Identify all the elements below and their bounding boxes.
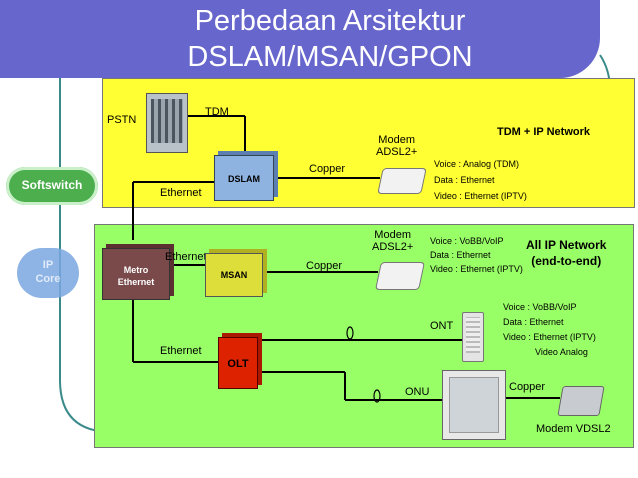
yellow-service-video: Video : Ethernet (IPTV) bbox=[434, 191, 527, 201]
softswitch-cloud: Softswitch bbox=[6, 167, 98, 205]
yellow-services: Voice : Analog (TDM) Data : Ethernet Vid… bbox=[434, 156, 527, 204]
olt-label: OLT bbox=[227, 358, 249, 370]
ont-services: Voice : VoBB/VoIP Data : Ethernet Video … bbox=[503, 300, 596, 360]
dslam-box: DSLAM bbox=[214, 155, 274, 201]
ont-service-video-analog: Video Analog bbox=[535, 347, 588, 357]
dslam-label: DSLAM bbox=[228, 174, 260, 184]
title-line-2: DSLAM/MSAN/GPON bbox=[187, 41, 473, 73]
all-ip-panel bbox=[94, 224, 634, 448]
modem-adsl-label-2: Modem ADSL2+ bbox=[372, 229, 414, 253]
olt-box: OLT bbox=[218, 337, 258, 389]
yellow-service-voice: Voice : Analog (TDM) bbox=[434, 159, 520, 169]
title-line-1: Perbedaan Arsitektur bbox=[194, 5, 466, 37]
ont-service-data: Data : Ethernet bbox=[503, 317, 564, 327]
copper-label-msan: Copper bbox=[306, 260, 343, 272]
msan-service-video: Video : Ethernet (IPTV) bbox=[430, 264, 523, 274]
tdm-ip-heading: TDM + IP Network bbox=[497, 126, 591, 138]
msan-label: MSAN bbox=[220, 270, 248, 280]
msan-services: Voice : VoBB/VoIP Data : Ethernet Video … bbox=[430, 234, 523, 276]
modem-vdsl-icon bbox=[557, 386, 605, 416]
modem-vdsl-label: Modem VDSL2 bbox=[536, 423, 611, 435]
softswitch-label: Softswitch bbox=[21, 178, 83, 192]
modem-adsl-label-1: Modem ADSL2+ bbox=[376, 134, 418, 158]
copper-label-onu: Copper bbox=[509, 381, 546, 393]
ethernet-label-msan: Ethernet bbox=[165, 251, 207, 263]
tdm-label: TDM bbox=[205, 106, 229, 118]
ethernet-label-dslam: Ethernet bbox=[160, 187, 202, 199]
copper-label-dslam: Copper bbox=[309, 163, 346, 175]
msan-service-voice: Voice : VoBB/VoIP bbox=[430, 236, 504, 246]
yellow-service-data: Data : Ethernet bbox=[434, 175, 495, 185]
modem-adsl-icon-1 bbox=[377, 168, 427, 194]
tdm-ip-panel bbox=[102, 78, 635, 208]
msan-box: MSAN bbox=[205, 253, 263, 297]
onu-label: ONU bbox=[405, 386, 430, 398]
ont-device-icon bbox=[462, 312, 484, 362]
ont-label: ONT bbox=[430, 320, 454, 332]
ethernet-label-olt: Ethernet bbox=[160, 345, 202, 357]
ip-core-label: IP Core bbox=[35, 259, 61, 285]
metro-ethernet-label: Metro Ethernet bbox=[117, 265, 155, 287]
all-ip-heading: All IP Network (end-to-end) bbox=[526, 238, 607, 268]
onu-cabinet-icon bbox=[442, 370, 506, 440]
pstn-label: PSTN bbox=[107, 114, 137, 126]
modem-adsl-icon-2 bbox=[375, 262, 425, 290]
ip-core-cloud: IP Core bbox=[17, 248, 79, 298]
title-bar bbox=[0, 0, 600, 78]
pstn-switch-icon bbox=[146, 93, 188, 153]
metro-ethernet-box: Metro Ethernet bbox=[102, 248, 170, 300]
msan-service-data: Data : Ethernet bbox=[430, 250, 491, 260]
ont-service-voice: Voice : VoBB/VoIP bbox=[503, 302, 577, 312]
ont-service-video: Video : Ethernet (IPTV) bbox=[503, 332, 596, 342]
